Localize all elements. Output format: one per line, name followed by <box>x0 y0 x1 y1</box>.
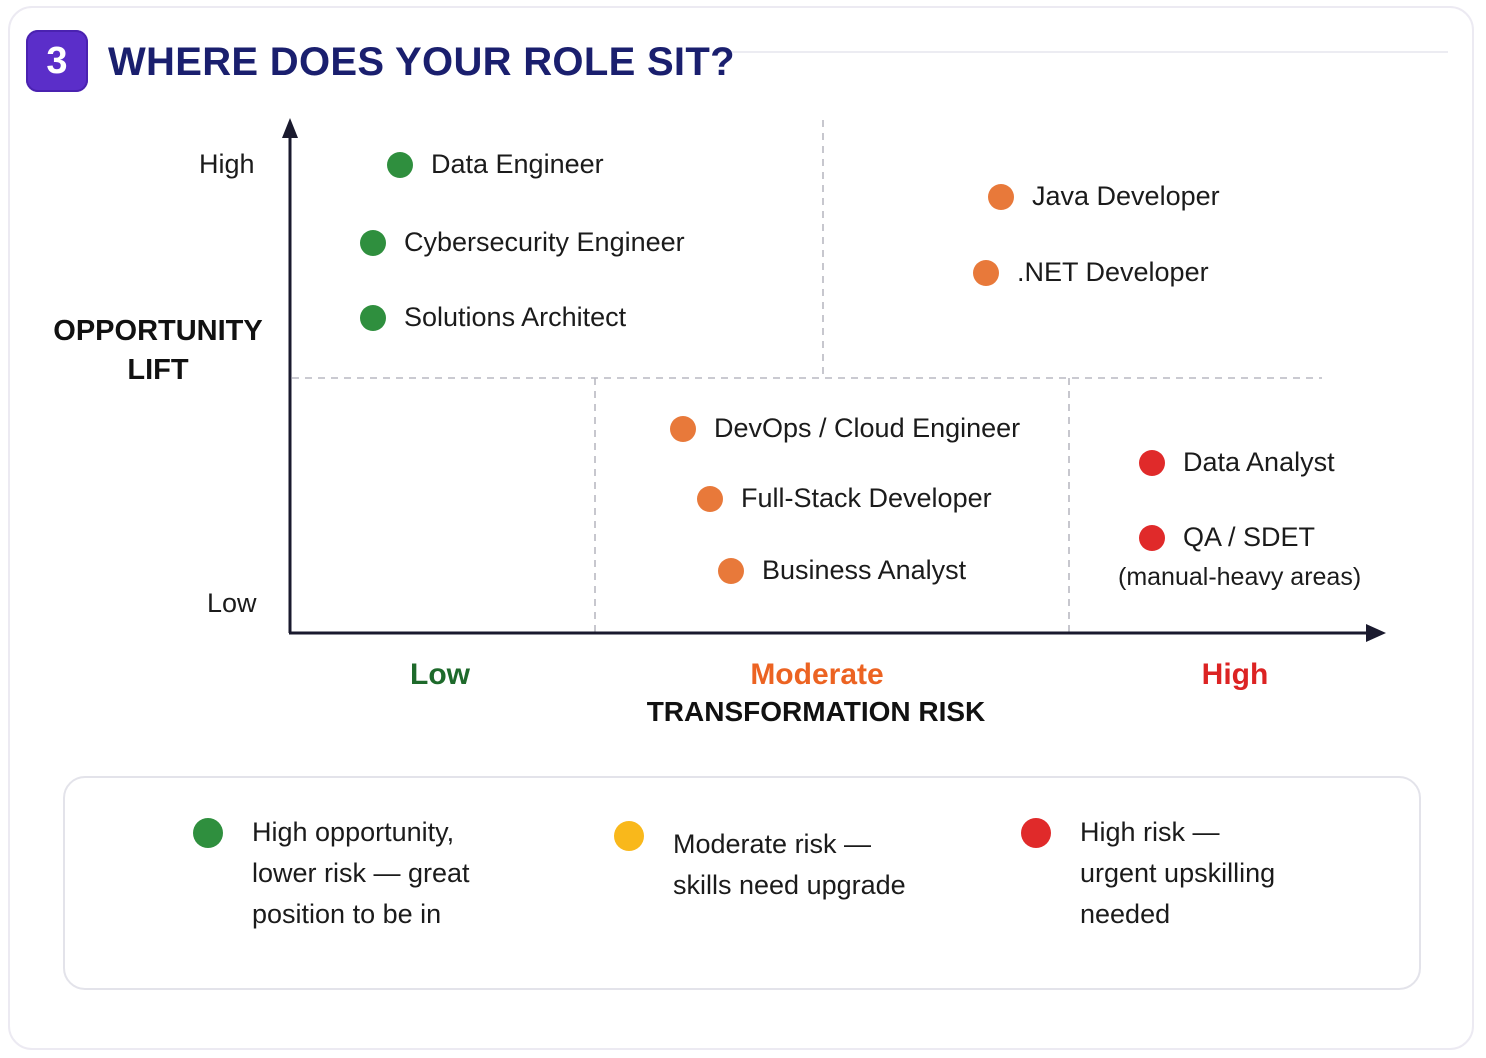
orange-dot-icon <box>697 485 723 512</box>
role-qa-sdet-note: (manual-heavy areas) <box>1118 563 1362 591</box>
role-label: Solutions Architect <box>404 302 627 332</box>
green-dot-icon <box>360 229 386 256</box>
role-solutions-architect: Solutions Architect <box>360 302 626 333</box>
orange-dot-icon <box>718 557 744 584</box>
header-divider <box>716 51 1448 53</box>
role-qa-sdet: QA / SDET <box>1139 522 1315 553</box>
role-dotnet-developer: .NET Developer <box>973 257 1209 288</box>
legend-panel: High opportunity, lower risk — great pos… <box>63 776 1421 990</box>
y-axis-high-label: High <box>199 149 255 179</box>
yellow-dot-icon <box>614 821 644 851</box>
role-label: QA / SDET <box>1183 522 1316 552</box>
axes <box>288 134 1370 635</box>
orange-dot-icon <box>670 415 696 442</box>
role-label: Java Developer <box>1032 181 1220 211</box>
orange-dot-icon <box>973 259 999 286</box>
role-full-stack-developer: Full-Stack Developer <box>697 483 992 514</box>
x-axis-arrowhead <box>1366 624 1386 642</box>
role-label: Business Analyst <box>762 555 967 585</box>
green-dot-icon <box>360 304 386 331</box>
red-dot-icon <box>1139 449 1165 476</box>
section-number-badge: 3 <box>26 30 88 92</box>
x-axis-low-label: Low <box>410 658 470 691</box>
y-axis-arrowhead <box>282 118 298 138</box>
red-dot-icon <box>1021 818 1051 848</box>
green-dot-icon <box>387 151 413 178</box>
role-devops-cloud-engineer: DevOps / Cloud Engineer <box>670 413 1020 444</box>
x-axis-title: TRANSFORMATION RISK <box>646 696 986 727</box>
divider-lines <box>292 120 1322 632</box>
y-axis-title: OPPORTUNITY LIFT <box>53 315 263 386</box>
role-java-developer: Java Developer <box>988 181 1220 212</box>
orange-dot-icon <box>988 183 1014 210</box>
section-number: 3 <box>46 39 68 82</box>
red-dot-icon <box>1139 524 1165 551</box>
role-label: .NET Developer <box>1017 257 1209 287</box>
y-axis-low-label: Low <box>207 588 257 618</box>
role-label: Cybersecurity Engineer <box>404 227 685 257</box>
legend-text: High opportunity, lower risk — great pos… <box>252 817 470 929</box>
role-cybersecurity-engineer: Cybersecurity Engineer <box>360 227 685 258</box>
role-business-analyst: Business Analyst <box>718 555 966 586</box>
x-axis-moderate-label: Moderate <box>750 658 884 691</box>
legend-text: High risk — urgent upskilling needed <box>1080 817 1276 929</box>
role-data-analyst: Data Analyst <box>1139 447 1335 478</box>
legend-text: Moderate risk — skills need upgrade <box>673 829 906 900</box>
role-data-engineer: Data Engineer <box>387 149 604 180</box>
role-label: Data Engineer <box>431 149 604 179</box>
green-dot-icon <box>193 818 223 848</box>
role-label: Data Analyst <box>1183 447 1335 477</box>
role-label: Full-Stack Developer <box>741 483 992 513</box>
role-label: DevOps / Cloud Engineer <box>714 413 1021 443</box>
x-axis-high-label: High <box>1201 658 1269 691</box>
page-title: WHERE DOES YOUR ROLE SIT? <box>108 40 735 84</box>
